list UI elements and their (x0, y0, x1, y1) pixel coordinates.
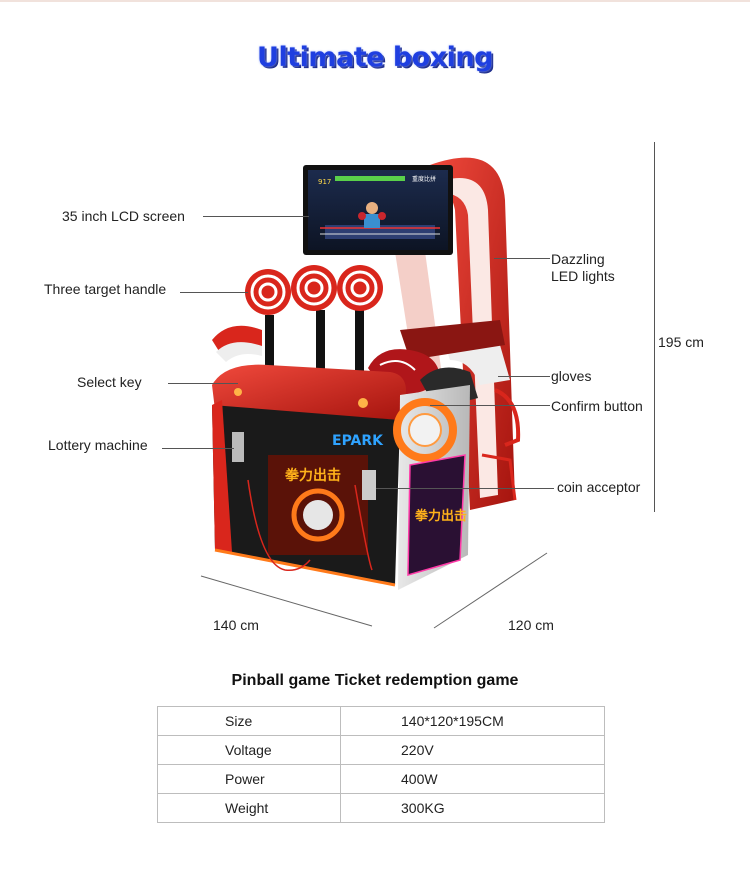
spec-key: Size (157, 706, 341, 736)
callout-line-confirm (430, 405, 550, 406)
bottom-glow (214, 548, 396, 587)
callout-line-gloves (498, 376, 550, 377)
spec-value: 220V (340, 735, 605, 765)
top-divider (0, 0, 750, 2)
spec-table: Size 140*120*195CM Voltage 220V Power 40… (157, 706, 605, 823)
callout-lottery-machine: Lottery machine (48, 437, 148, 453)
table-row: Weight 300KG (157, 793, 605, 823)
led-light-strip (445, 178, 498, 498)
spec-key: Voltage (157, 735, 341, 765)
product-subtitle: Pinball game Ticket redemption game (231, 672, 519, 689)
height-dimension-label: 195 cm (658, 334, 704, 350)
callout-line-coin (376, 488, 554, 489)
depth-dimension-label: 120 cm (508, 617, 554, 633)
callout-select-key: Select key (77, 374, 142, 390)
cabinet-top (212, 364, 406, 420)
cabinet-art-text: 拳力出击 (284, 467, 341, 484)
brand-logo: EPARK (332, 433, 384, 449)
confirm-button-ring (393, 398, 457, 462)
callout-led-lights-line2: LED lights (551, 268, 615, 284)
led-panel-back (400, 320, 505, 360)
side-art-text: 拳力出击 (414, 508, 467, 524)
cabinet-ring (291, 488, 345, 542)
spec-value: 300KG (340, 793, 605, 823)
spec-value: 140*120*195CM (340, 706, 605, 736)
health-bar (335, 176, 405, 181)
height-dimension-line (654, 142, 655, 512)
depth-dimension-line (433, 552, 548, 629)
score-text: 917 (318, 178, 331, 186)
callout-target-handle: Three target handle (44, 281, 167, 297)
side-art-panel (408, 455, 465, 575)
table-row: Power 400W (157, 764, 605, 794)
width-dimension-line (200, 575, 373, 627)
spec-key: Weight (157, 793, 341, 823)
callout-line-select (168, 383, 238, 384)
spec-value: 400W (340, 764, 605, 794)
callout-lcd-screen: 35 inch LCD screen (62, 208, 185, 224)
spec-key: Power (157, 764, 341, 794)
callout-line-lcd (203, 216, 309, 217)
screen-top-right-text: 重度比拼 (412, 175, 436, 183)
callout-coin-acceptor: coin acceptor (557, 479, 641, 495)
width-dimension-label: 140 cm (213, 617, 259, 633)
boxing-machine-illustration: 917 重度比拼 拳力出击 (200, 157, 548, 629)
callout-confirm-button: Confirm button (551, 398, 643, 414)
callout-line-handle (180, 292, 248, 293)
callout-line-led (494, 258, 550, 259)
table-row: Voltage 220V (157, 735, 605, 765)
callout-line-lottery (162, 448, 234, 449)
table-row: Size 140*120*195CM (157, 706, 605, 736)
boxer-body (364, 214, 380, 228)
callout-gloves: gloves (551, 368, 592, 384)
boxer-head (366, 202, 378, 214)
lottery-machine (232, 432, 244, 462)
coin-acceptor (362, 470, 376, 500)
select-key (234, 388, 242, 396)
confirm-button (408, 413, 442, 447)
select-key-2 (358, 398, 368, 408)
callout-led-lights-line1: Dazzling (551, 251, 605, 267)
cabinet-left-edge (212, 400, 232, 552)
page-title: Ultimate boxing (257, 42, 493, 73)
target-handles (245, 265, 383, 375)
